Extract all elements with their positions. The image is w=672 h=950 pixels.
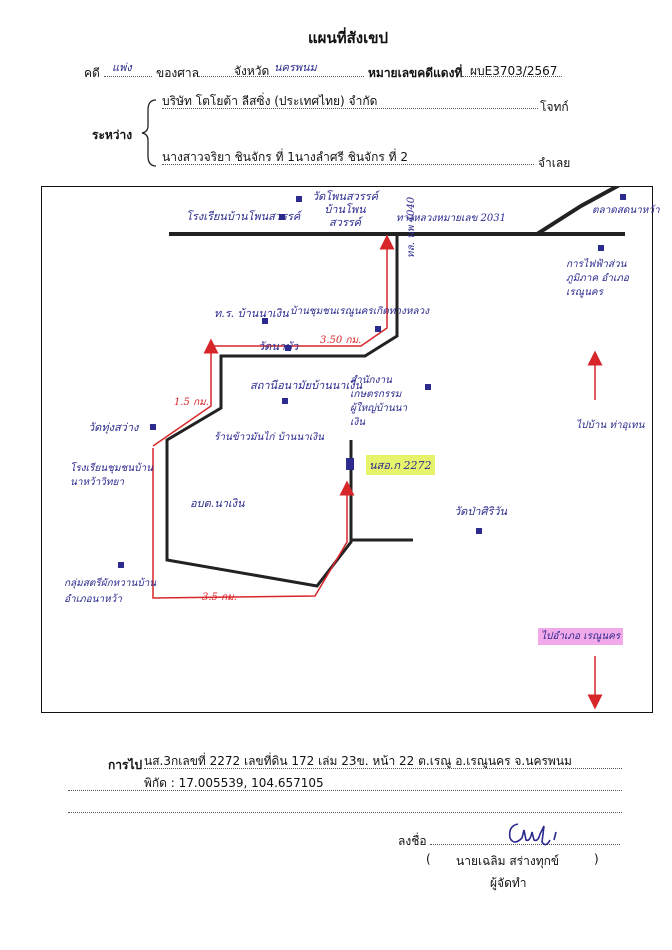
label-electricity: การไฟฟ้าส่วนภูมิภาค อำเภอ เรณูนคร (566, 259, 629, 298)
marker-temple-left (150, 424, 156, 430)
signature-image (508, 823, 557, 846)
label-dist-35: 3.5 กม. (202, 592, 237, 603)
label-dist-15: 1.5 กม. (174, 397, 209, 408)
marker-health (282, 398, 288, 404)
highway-2031 (169, 186, 622, 236)
map-frame (41, 186, 653, 713)
route-label: การไป (108, 758, 143, 772)
map-drawing (152, 186, 625, 710)
route-line-3 (211, 234, 395, 347)
marker-pd (262, 318, 268, 324)
route-text: นส.3กเลขที่ 2272 เลขที่ดิน 172 เล่ม 23ข.… (144, 754, 572, 768)
marker-health-office (425, 384, 431, 390)
coordinates: พิกัด : 17.005539, 104.657105 (144, 776, 324, 790)
marker-group (118, 562, 124, 568)
label-health-office: สำนักงานเกษตรกรรมผู้ใหญ่บ้านนาเงิน (350, 375, 408, 428)
label-to-renu: ไปอำเภอ เรณูนคร (538, 628, 624, 645)
marker-market (620, 194, 626, 200)
red-case-label: หมายเลขคดีแดงที่ (368, 66, 463, 80)
case-type: แพ่ง (112, 61, 132, 74)
label-dist-350: 3.50 กม. (320, 335, 362, 346)
label-pd: ท.ร. บ้านนาเงิน (214, 307, 289, 320)
label-school-left: โรงเรียนชุมชนบ้าน นาหว้าวิทยา (70, 463, 153, 488)
label-temple-right: วัดป่าศิริวัน (454, 505, 508, 518)
label-road-2031: ทางหลวงหมายเลข 2031 (396, 213, 506, 224)
label-health: สถานีอนามัยบ้านนาเงิน (250, 379, 363, 392)
open-paren: ( (426, 852, 431, 866)
province-label: จังหวัด (234, 64, 270, 78)
route-line-2 (152, 338, 219, 447)
between-label: ระหว่าง (92, 128, 133, 142)
brace-icon (141, 99, 157, 167)
label-village: อบต.นาเงิน (190, 497, 245, 510)
red-case-number: ผบE3703/2567 (470, 64, 558, 78)
province-value: นครพนม (274, 61, 317, 74)
court-label: ของศาล (156, 66, 199, 80)
marker-plot (346, 458, 354, 470)
label-market: ตลาดสดนาหว้า (592, 205, 660, 216)
case-label: คดี (84, 66, 100, 80)
label-group: กลุ่มสตรีผักหวานบ้าน อำเภอนาหว้า (64, 578, 157, 605)
defendant-role: จำเลย (538, 156, 571, 170)
marker-electricity (598, 245, 604, 251)
label-temple-top: วัดโพนสวรรค์ บ้านโพนสวรรค์ (311, 190, 379, 229)
marker-nabua (285, 345, 291, 351)
route-line (152, 480, 355, 599)
label-temple-left: วัดทุ่งสว่าง (88, 421, 139, 434)
label-school-top: โรงเรียนบ้านโพนสวรรค์ (186, 210, 301, 223)
signer-role: ผู้จัดทำ (490, 876, 527, 890)
marker-temple-right (476, 528, 482, 534)
plaintiff-name: บริษัท โตโยต้า ลีสซิ่ง (ประเทศไทย) จำกัด (162, 94, 378, 108)
marker-school-top (279, 214, 285, 220)
sign-label: ลงชื่อ (398, 834, 427, 848)
close-paren: ) (594, 852, 599, 866)
label-plot: นสอ.ก 2272 (366, 455, 435, 475)
label-church: บ้านชุมชนเรณูนครเกิดทางหลวง (290, 306, 430, 317)
label-road-4040: ทล. นพ 4040 (406, 196, 417, 258)
defendant-name: นางสาวจริยา ชินจักร ที่ 1นางลำศรี ชินจัก… (162, 150, 408, 164)
signer-name: นายเฉลิม สร่างทุกข์ (456, 854, 560, 868)
label-temple-nabua: วัดนาบัว (258, 340, 299, 353)
marker-church (375, 326, 381, 332)
page-title: แผนที่สังเขป (308, 29, 388, 47)
plaintiff-role: โจทก์ (540, 100, 569, 114)
label-to-namkhum: ไปบ้าน ท่าอุเทน (576, 420, 645, 431)
marker-temple-top (296, 196, 302, 202)
label-shop: ร้านข้าวมันไก่ บ้านนาเงิน (214, 432, 324, 443)
